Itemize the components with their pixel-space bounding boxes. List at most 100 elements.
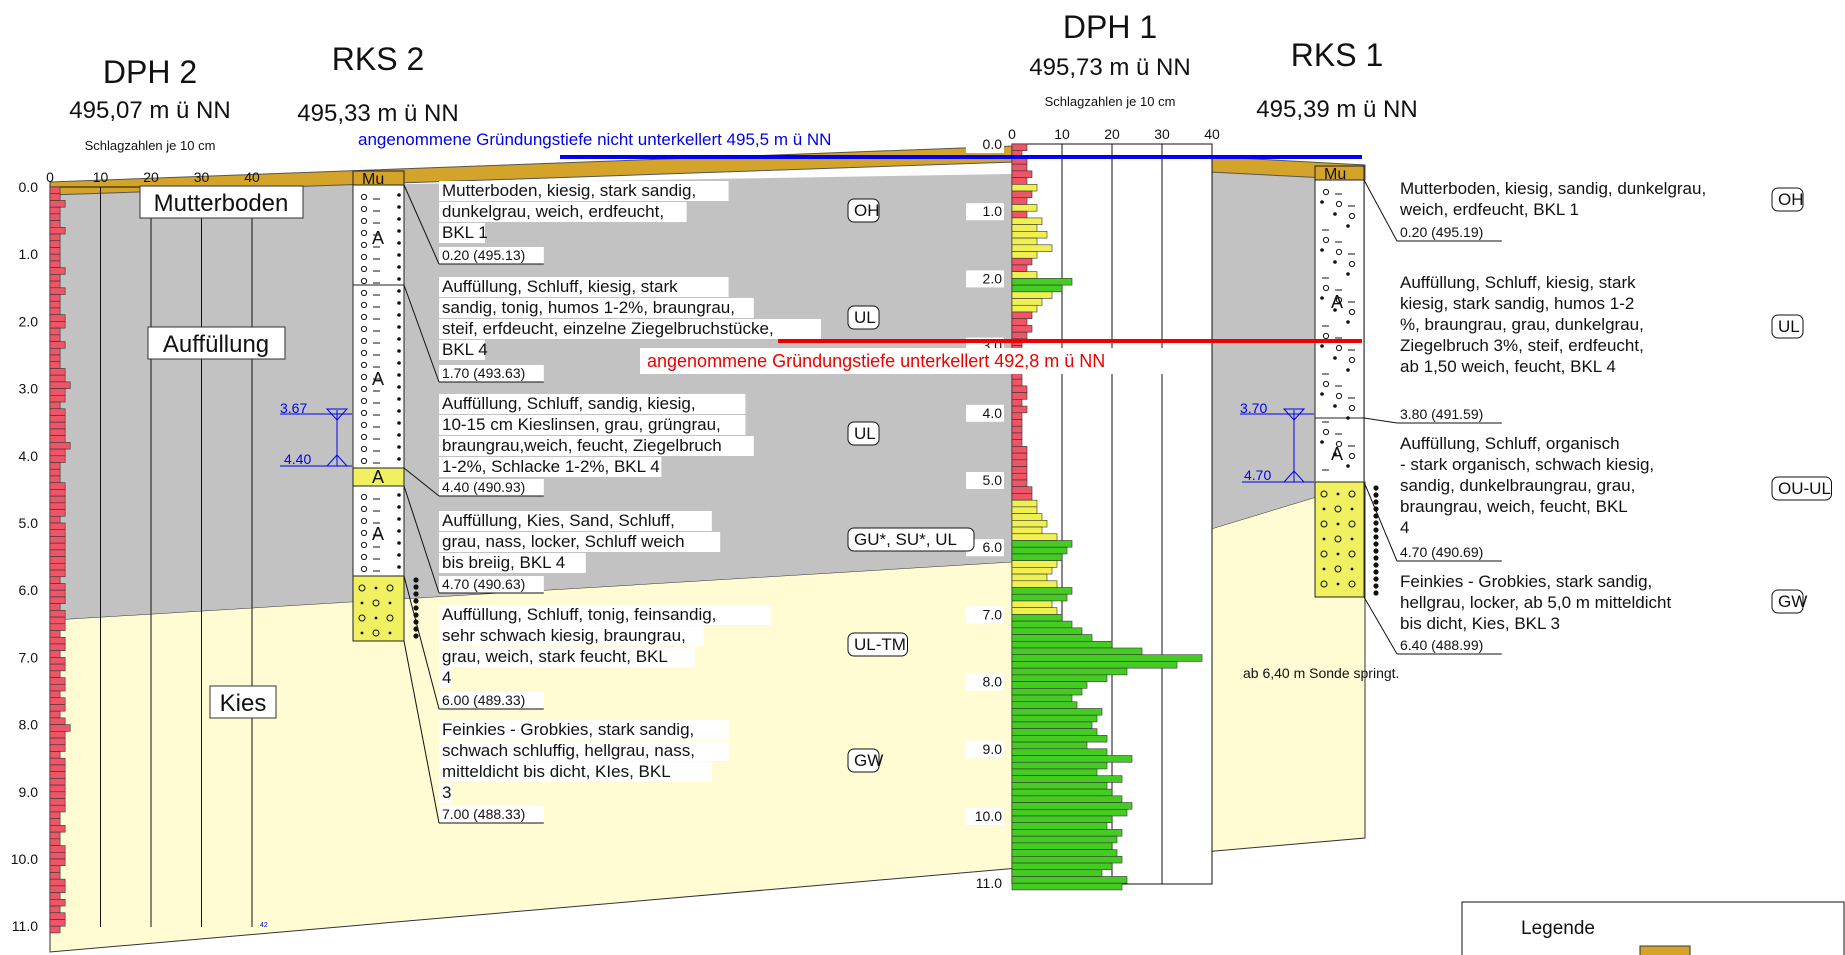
dph2-bar <box>49 515 61 524</box>
dph1-bar <box>1011 399 1023 407</box>
rks2-layer-3-line-1: grau, nass, locker, Schluff weich <box>442 532 685 551</box>
rks2-layer-4-line-0: Auffüllung, Schluff, tonig, feinsandig, <box>442 605 716 624</box>
dph1-bar <box>1011 620 1073 629</box>
rks1-water-bottom-label: 4.70 <box>1244 467 1271 483</box>
rks1-desc-bg <box>1397 593 1721 613</box>
rks1-desc-bg <box>1397 273 1687 293</box>
dph2-elevation: 495,07 m ü NN <box>69 97 230 124</box>
dph2-bar <box>49 280 61 289</box>
dph2-bar <box>49 784 66 793</box>
dph2-bar <box>49 704 66 712</box>
texture-pebble <box>1335 200 1343 208</box>
dph2-bar <box>49 482 66 490</box>
dph1-bar <box>1011 251 1038 259</box>
rks2-desc-bg <box>439 532 721 552</box>
dph1-bar <box>1011 735 1108 743</box>
dph2-depth-2.0: 2.0 <box>19 313 39 329</box>
wet-marker <box>413 605 419 611</box>
rks2-depth-bg <box>439 479 544 496</box>
dph2-bar <box>49 529 66 537</box>
dph2-bar <box>49 509 66 517</box>
dph1-bar <box>1011 842 1113 850</box>
rks2-desc-bg <box>439 605 771 625</box>
rks1-layer-1-depth: 3.80 (491.59) <box>1400 406 1483 422</box>
dph2-bar <box>49 213 61 221</box>
texture-pebble <box>1348 212 1356 220</box>
dph1-bar <box>1011 479 1028 488</box>
texture-dot <box>1346 320 1350 324</box>
rks1-layer-1-line-3: Ziegelbruch 3%, steif, erdfeucht, <box>1400 336 1644 355</box>
rks2-layer-1-depth: 1.70 (493.63) <box>442 365 525 381</box>
texture-pebble <box>360 409 368 417</box>
rks1-desc-bg <box>1397 315 1662 335</box>
rks1-leader <box>1363 179 1398 242</box>
dph1-bar <box>1011 849 1118 857</box>
texture-dot <box>397 313 401 317</box>
texture-gravel <box>1348 490 1356 498</box>
dph2-bar <box>49 925 61 934</box>
texture-pebble <box>1348 260 1356 268</box>
rks2-layer-5-line-1: schwach schluffig, hellgrau, nass, <box>442 741 695 760</box>
dph1-bar <box>1011 257 1033 266</box>
dph1-bar <box>1011 378 1023 387</box>
dph2-bar <box>49 563 66 571</box>
dph2-bar <box>49 455 66 463</box>
dph1-bar <box>1011 560 1058 568</box>
dph2-bar <box>49 495 66 504</box>
rks2-title: RKS 2 <box>332 41 424 77</box>
rks2-depth-bg <box>439 247 544 264</box>
texture-pebble <box>1322 380 1330 388</box>
rks1-desc-bg <box>1397 476 1653 496</box>
dph2-bar <box>49 334 61 342</box>
dph1-bar <box>1011 439 1023 447</box>
dph1-tick-10: 10 <box>1054 126 1070 142</box>
dph2-bar <box>49 300 61 309</box>
dph2-bar <box>49 448 66 457</box>
dph1-bar <box>1011 271 1038 279</box>
dph1-bar <box>1011 278 1073 286</box>
dph2-bar <box>49 851 66 860</box>
dph1-bar <box>1011 184 1038 192</box>
texture-grain <box>374 586 378 590</box>
rks1-layer-3-depth: 6.40 (488.99) <box>1400 637 1483 653</box>
texture-grain <box>360 631 364 635</box>
rks2-layer-2-class: UL <box>854 424 876 443</box>
dph1-depth-6.0: 6.0 <box>983 539 1003 555</box>
dph1-bar <box>1011 688 1083 696</box>
dph1-depth-1.0: 1.0 <box>983 203 1003 219</box>
rks2-desc-bg <box>439 340 485 360</box>
dph1-bar <box>1011 600 1053 608</box>
texture-grain <box>1336 582 1340 586</box>
dph2-bar <box>49 442 71 450</box>
dph2-bar <box>49 630 61 638</box>
dph2-bar <box>49 798 66 806</box>
texture-pebble <box>360 565 368 573</box>
rks2-class-badge <box>847 632 908 657</box>
dph2-bar <box>49 791 66 799</box>
dph2-depth-0.0: 0.0 <box>19 179 39 195</box>
dph1-bar <box>1011 486 1033 494</box>
dph1-bar <box>1011 472 1028 481</box>
dph2-tick-30: 30 <box>194 169 210 185</box>
rks2-groundwater <box>280 408 352 467</box>
texture-dot <box>397 373 401 377</box>
dph1-bar <box>1011 862 1113 871</box>
dph1-bar <box>1011 318 1028 326</box>
texture-pebble <box>1348 452 1356 460</box>
rks2-depth-bg <box>439 692 544 709</box>
texture-grain <box>360 601 364 605</box>
rks1-layer-3-line-0: Feinkies - Grobkies, stark sandig, <box>1400 572 1652 591</box>
rks2-layer-3-depth: 4.70 (490.63) <box>442 576 525 592</box>
wet-marker <box>413 633 419 639</box>
texture-pebble <box>360 373 368 381</box>
rks1-desc-bg <box>1397 200 1595 220</box>
dph2-bar <box>49 556 66 564</box>
rks1-class-badge <box>1771 314 1804 339</box>
rks1-desc-bg <box>1397 497 1653 517</box>
wet-marker <box>1373 534 1379 540</box>
dph2-bar <box>49 576 61 584</box>
rks2-layer-1-line-2: steif, erfdeucht, einzelne Ziegelbruchst… <box>442 319 774 338</box>
rks2-layer-3-class: GU*, SU*, UL <box>854 530 957 549</box>
dph1-bar <box>1011 701 1078 709</box>
texture-dot <box>1320 296 1324 300</box>
